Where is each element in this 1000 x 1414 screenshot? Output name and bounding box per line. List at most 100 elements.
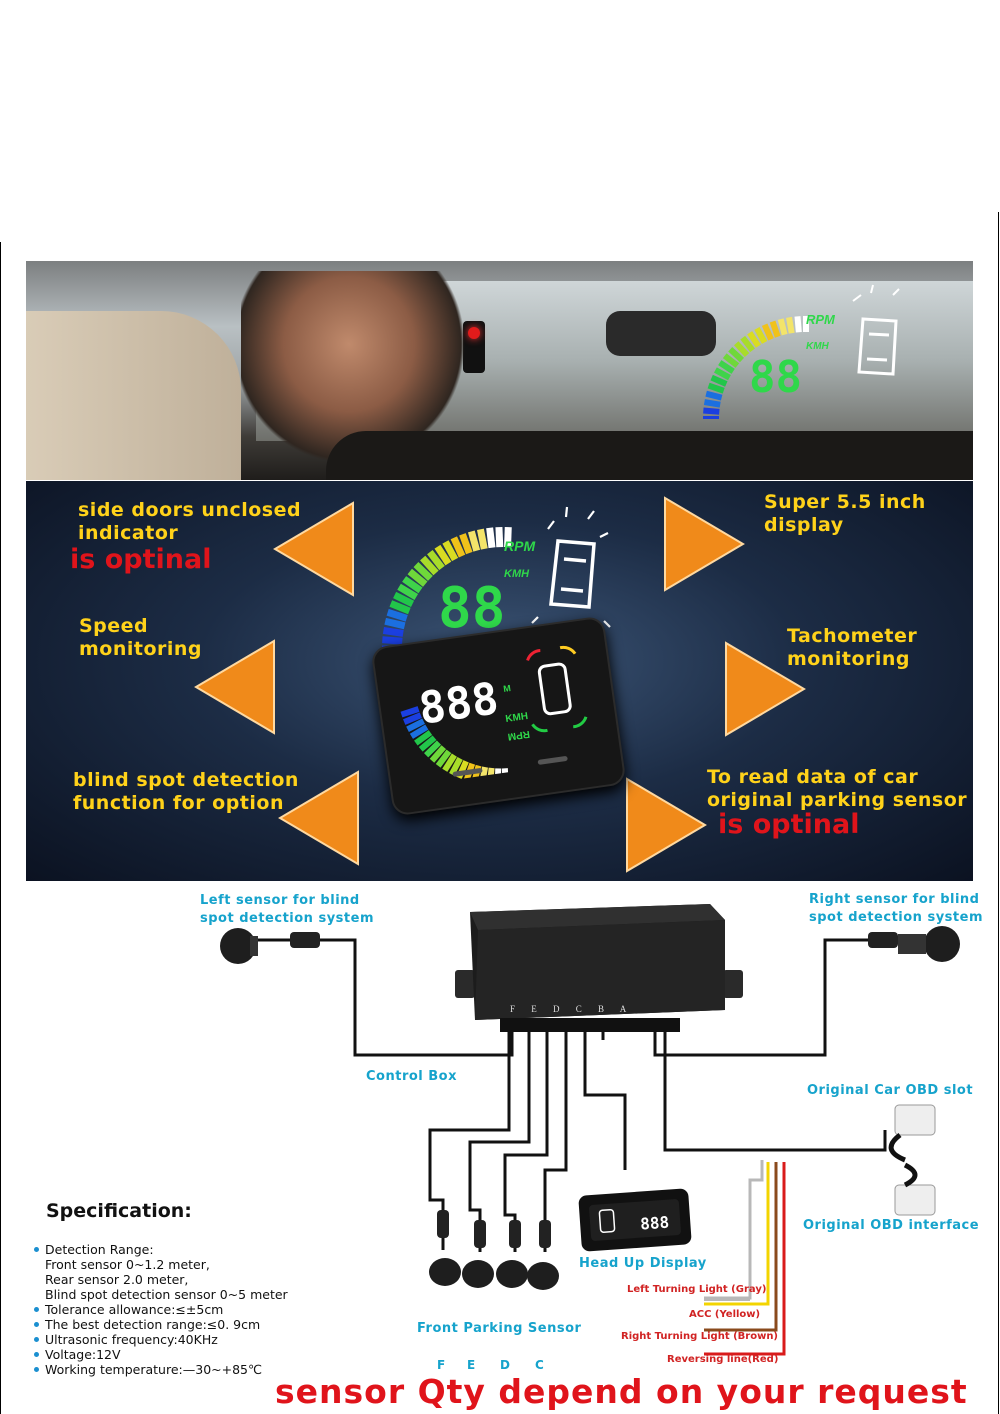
tach-segment [413, 562, 433, 581]
feature-parking-option: is optinal [718, 809, 860, 840]
ferrite-bead [539, 1220, 551, 1248]
spec-item: The best detection range:≤0. 9cm [34, 1317, 288, 1332]
ferrite-bead [437, 1210, 449, 1238]
acc-wire-label: ACC (Yellow) [689, 1309, 761, 1320]
photo-rpm-label: RPM [806, 312, 836, 327]
tach-segment [429, 745, 447, 763]
tach-segment [414, 730, 433, 746]
projected-hud: RPM KMH 88 [382, 506, 611, 649]
device-kmh-label: KMH [505, 711, 529, 725]
tach-segment [754, 326, 768, 344]
tach-segment [722, 353, 740, 368]
tach-segment [734, 341, 750, 358]
device-rpm-label: RPM [507, 728, 531, 742]
tach-segment [501, 768, 509, 787]
hud-car-icon [531, 506, 611, 628]
feature-side-doors-option: is optinal [70, 544, 212, 575]
arrow-right-icon [626, 777, 707, 873]
ferrite-bead-left [290, 932, 320, 948]
spec-item: Rear sensor 2.0 meter, [45, 1272, 189, 1287]
tach-segment [803, 316, 809, 332]
tach-segment [434, 544, 452, 566]
windshield-hud-projection: RPM KMH 88 [703, 284, 900, 419]
device-m-label: M [503, 683, 512, 694]
spec-item: Ultrasonic frequency:40KHz [34, 1332, 288, 1347]
right-sensor-label: Right sensor for blind spot detection sy… [809, 892, 983, 925]
tach-segment [420, 555, 439, 576]
tach-segment [424, 740, 442, 758]
tach-segment [769, 320, 781, 338]
tach-segment [740, 335, 755, 353]
tach-segment [703, 399, 721, 408]
device-screen: 888 M KMH RPM [400, 645, 588, 787]
tach-segment [761, 323, 774, 341]
front-parking-sensors [429, 1258, 559, 1290]
tach-segment [707, 382, 725, 394]
tach-segment [495, 526, 504, 548]
ferrite-bead-right [868, 932, 898, 948]
spec-item: Tolerance allowance:≤±5cm [34, 1302, 288, 1317]
device-digits: 888 [416, 673, 502, 735]
arrow-left-icon [273, 501, 354, 597]
tach-segment [382, 636, 403, 645]
left-blind-sensor-icon [220, 928, 258, 964]
obd-slot-label: Original Car OBD slot [807, 1083, 974, 1098]
tach-segment [713, 367, 731, 381]
feature-parking-sensor: To read data of car original parking sen… [707, 766, 968, 811]
colored-wires [704, 1160, 786, 1356]
photo-kmh-label: KMH [806, 341, 830, 352]
specification-list: Detection Range:Front sensor 0~1.2 meter… [34, 1242, 288, 1377]
obd-connector-icon [888, 1104, 936, 1216]
sensor-letter-c: C [535, 1358, 544, 1372]
tach-segment [400, 706, 420, 718]
control-box-icon [455, 904, 743, 1032]
tach-segment [435, 749, 452, 768]
left-sensor-label: Left sensor for blind spot detection sys… [200, 893, 374, 926]
tach-segment [710, 374, 728, 387]
tach-segment [418, 735, 437, 752]
photo-speed-digits: 88 [749, 352, 802, 403]
arrow-left-icon [278, 770, 359, 866]
right-turn-wire-label: Right Turning Light (Brown) [621, 1331, 779, 1342]
svg-text:888: 888 [640, 1213, 670, 1234]
tach-segment [747, 331, 761, 348]
control-box-port-letters: F E D C B A [510, 1004, 634, 1014]
tach-segment [403, 712, 422, 725]
feature-tachometer: Tachometer monitoring [787, 625, 918, 670]
tach-segment [389, 600, 411, 615]
ferrite-bead [474, 1220, 486, 1248]
tach-segment [728, 347, 745, 363]
tach-segment [393, 591, 415, 607]
tach-segment [427, 549, 445, 571]
tach-segment [486, 527, 496, 549]
tach-segment [402, 576, 423, 594]
sensor-letter-e: E [467, 1358, 476, 1372]
tach-segment [459, 533, 473, 555]
hud-rpm-label: RPM [504, 538, 535, 554]
spec-item: Voltage:12V [34, 1347, 288, 1362]
specification-title: Specification: [46, 1200, 192, 1222]
tach-segment [476, 528, 488, 550]
frame-left-line [0, 242, 1, 1414]
tach-segment [486, 767, 495, 787]
tach-segment [442, 753, 457, 772]
tach-segment [386, 608, 408, 622]
feature-side-doors: side doors unclosed indicator [78, 499, 302, 544]
control-box-label: Control Box [366, 1069, 457, 1084]
ferrite-bead [509, 1220, 521, 1248]
wiring-diagram: 888 [220, 904, 960, 1356]
reversing-wire-label: Reversing line(Red) [667, 1354, 779, 1365]
device-car-icon [526, 645, 588, 733]
arrow-left-icon [194, 639, 275, 735]
tach-segment [397, 583, 419, 600]
sensor-letter-f: F [437, 1358, 446, 1372]
arrow-right-icon [725, 641, 806, 737]
tach-segment [703, 416, 719, 419]
head-up-display-icon: 888 [578, 1188, 692, 1252]
tach-segment [409, 724, 429, 739]
tach-segment [786, 316, 795, 334]
car-seat [26, 311, 241, 480]
tach-segment [718, 360, 735, 374]
photo-car-icon [852, 284, 900, 376]
